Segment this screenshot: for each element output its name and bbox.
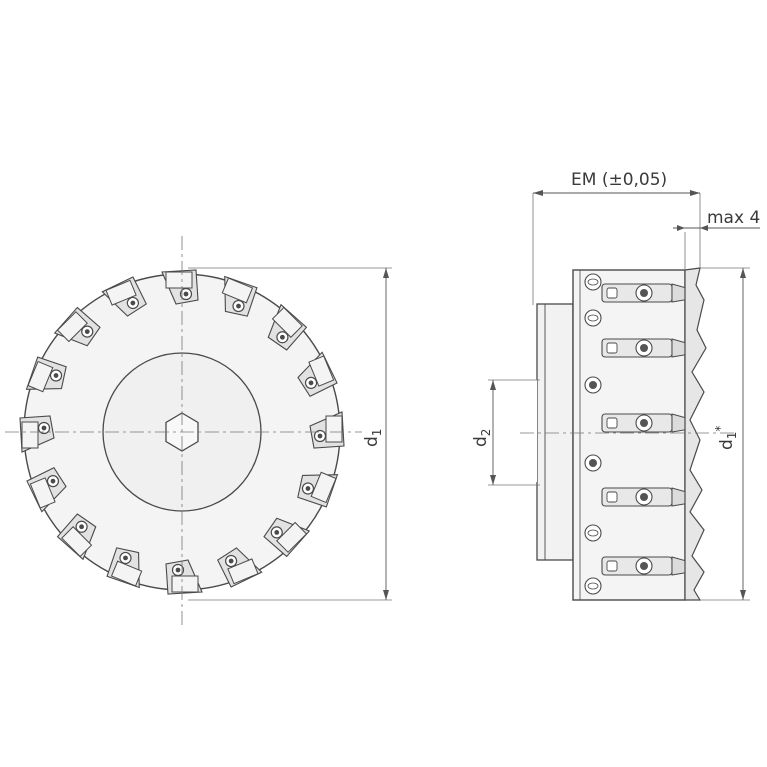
side-hole [584,524,602,542]
cutting-edge-profile [684,267,707,601]
d1-star-dimension: d1* [700,267,750,601]
side-view [520,267,735,601]
insert-pocket [267,303,308,351]
front-view [5,236,362,625]
side-pockets [601,283,691,576]
d2-dimension: d2 [471,379,540,486]
insert-pocket [217,547,263,588]
em-dimension: EM (±0,05) [532,170,701,305]
d1-dimension: d1 [188,267,392,601]
insert-pocket [165,559,203,595]
side-insert-seat [601,338,691,358]
max4-dimension: max 4 [673,208,760,270]
side-insert-seat [601,556,691,576]
insert-pocket [56,513,97,561]
insert-pocket [297,471,339,508]
insert-pocket [221,275,258,317]
insert-pocket [53,306,101,347]
insert-pocket [26,467,67,513]
side-screws [584,273,602,595]
side-hole [584,309,602,327]
d1-star-label: d1* [713,426,739,450]
insert-pocket [263,517,311,558]
insert-pocket [106,547,143,589]
insert-pocket [101,276,147,317]
insert-pocket [19,415,55,453]
d2-label: d2 [471,429,493,447]
side-hub [536,303,574,561]
insert-pocket [161,269,199,305]
insert-pocket [297,351,338,397]
side-insert-seat [601,413,691,433]
insert-pocket [25,356,67,393]
front-inserts [19,269,345,595]
side-insert-seat [601,487,691,507]
side-insert-seat [601,283,691,303]
d1-label: d1 [362,429,384,447]
side-hole [584,273,602,291]
insert-pocket [309,411,345,449]
max4-label: max 4 [707,208,760,228]
side-hole [584,577,602,595]
em-label: EM (±0,05) [571,170,667,190]
